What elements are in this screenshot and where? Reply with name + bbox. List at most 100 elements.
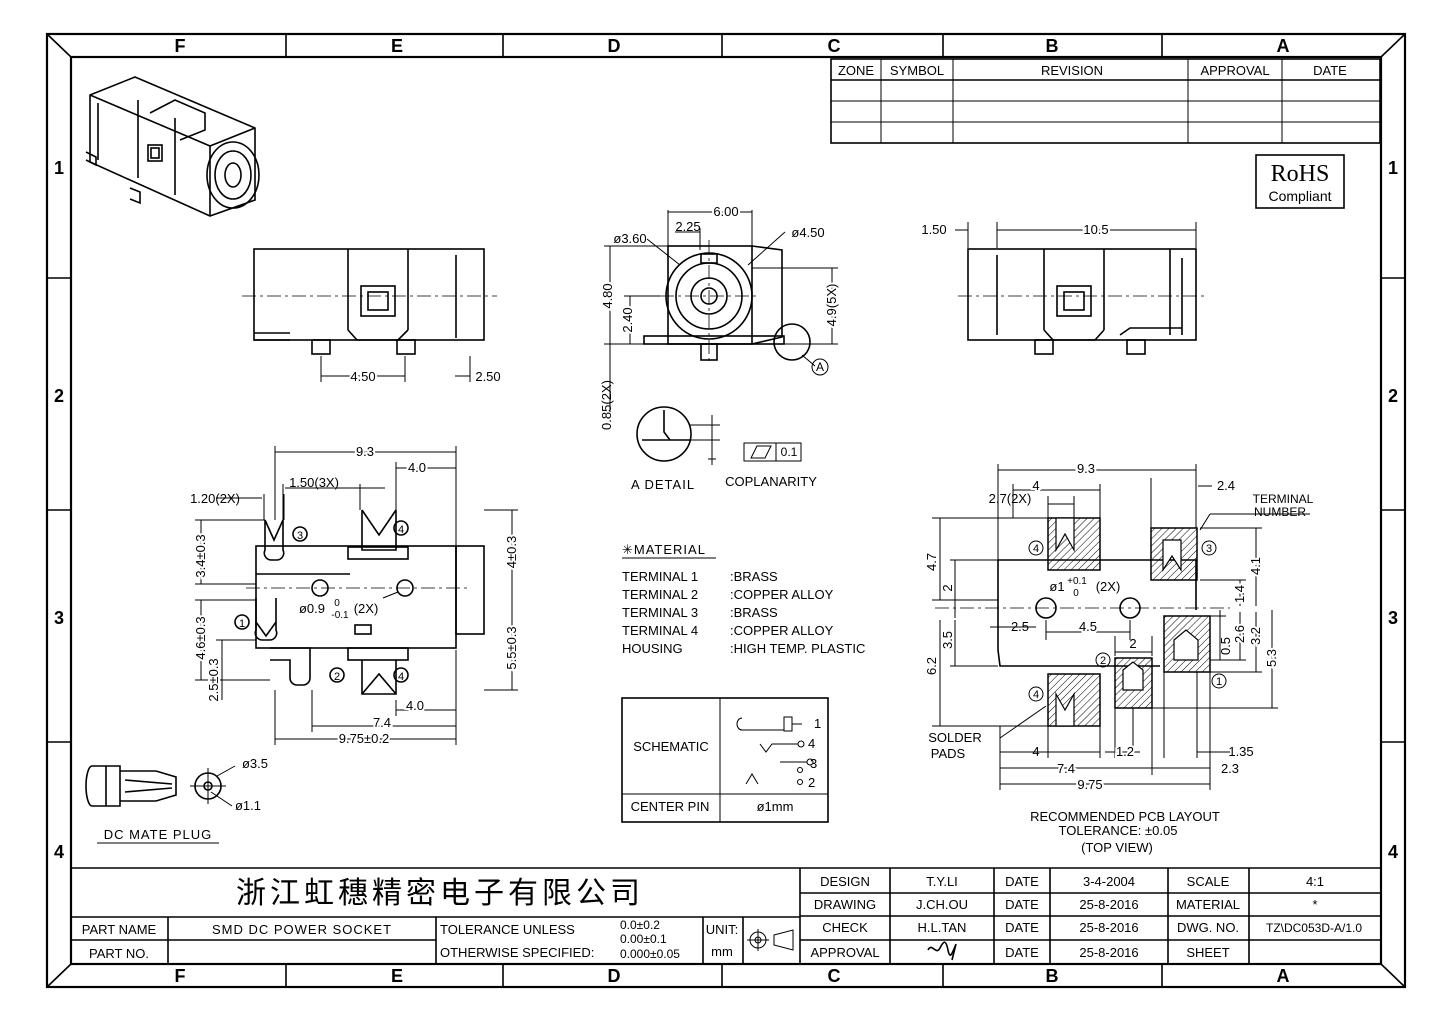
unit-label: UNIT: xyxy=(706,922,739,937)
pcb-dim-26: 2.6 xyxy=(1232,625,1247,643)
tolerance-label-1: TOLERANCE UNLESS xyxy=(440,922,575,937)
material-row-1-name: TERMINAL 1 xyxy=(622,569,698,584)
row-drawing-name: J.CH.OU xyxy=(916,897,968,912)
pcb-terminal-number-2: NUMBER xyxy=(1254,505,1306,519)
row-check-role: CHECK xyxy=(822,920,868,935)
zone-row-3-right: 3 xyxy=(1388,608,1398,628)
pcb-dim-12: 1.2 xyxy=(1116,744,1134,759)
pcb-dim-62: 6.2 xyxy=(924,657,939,675)
zone-col-f-top: F xyxy=(175,36,186,56)
pcb-dim-41: 4.1 xyxy=(1248,557,1263,575)
zone-col-b-bottom: B xyxy=(1046,966,1059,986)
schematic-pin-1: 1 xyxy=(814,716,821,731)
front-dim-49: 4.9(5X) xyxy=(824,284,839,327)
material-row-1-value: :BRASS xyxy=(730,569,778,584)
pcb-dim-74: 7.4 xyxy=(1057,761,1075,776)
bottom-view: 9.3 4.0 1.50(3X) 1.20(2X) 3.4±0.3 4.6±0.… xyxy=(190,442,521,748)
pcb-dim-05: 0.5 xyxy=(1218,637,1233,655)
row-check-date-label: DATE xyxy=(1005,920,1039,935)
material-row-3-name: TERMINAL 3 xyxy=(622,605,698,620)
title-block: 浙江虹穗精密电子有限公司 PART NAME SMD DC POWER SOCK… xyxy=(71,867,1381,964)
row-design-date: 3-4-2004 xyxy=(1083,874,1135,889)
pcb-caption-2: TOLERANCE: ±0.05 xyxy=(1059,823,1178,838)
material-row-4-name: TERMINAL 4 xyxy=(622,623,698,638)
zone-col-c-bottom: C xyxy=(828,966,841,986)
zone-row-1-left: 1 xyxy=(54,158,64,178)
pcb-dim-53: 5.3 xyxy=(1264,649,1279,667)
dc-mate-plug: ø3.5 ø1.1 DC MATE PLUG xyxy=(85,756,268,844)
bottom-hole-tol-bot: -0.1 xyxy=(331,610,349,621)
row-drawing-role: DRAWING xyxy=(814,897,876,912)
zone-col-f-bottom: F xyxy=(175,966,186,986)
schematic-pin-2: 2 xyxy=(808,775,815,790)
row-check-v: TZ\DC053D-A/1.0 xyxy=(1266,921,1362,935)
zone-col-e-bottom: E xyxy=(391,966,403,986)
bottom-dim-74: 7.4 xyxy=(373,715,391,730)
zone-col-a-bottom: A xyxy=(1277,966,1290,986)
row-design-name: T.Y.LI xyxy=(926,874,958,889)
pcb-dim-47: 4.7 xyxy=(924,553,939,571)
pcb-dim-2b: 2 xyxy=(1129,636,1136,651)
pcb-dim-45: 4.5 xyxy=(1079,619,1097,634)
bottom-dim-25: 2.5±0.3 xyxy=(206,658,221,701)
pcb-dim-27: 2.7(2X) xyxy=(989,491,1032,506)
zone-row-2-left: 2 xyxy=(54,386,64,406)
rohs-badge: RoHS Compliant xyxy=(1255,154,1345,209)
bottom-dim-55: 5.5±0.3 xyxy=(504,626,519,669)
zone-row-4-left: 4 xyxy=(54,842,64,862)
pcb-dim-975: 9.75 xyxy=(1077,777,1102,792)
zone-row-4-right: 4 xyxy=(1388,842,1398,862)
zone-col-d-top: D xyxy=(608,36,621,56)
row-check-name: H.L.TAN xyxy=(918,920,967,935)
material-row-4-value: :COPPER ALLOY xyxy=(730,623,834,638)
bottom-terminal-4b: 4 xyxy=(398,671,404,683)
pcb-hole-tol-top: +0.1 xyxy=(1067,576,1087,587)
company-name: 浙江虹穗精密电子有限公司 xyxy=(236,876,644,911)
approval-signature-icon xyxy=(927,941,957,961)
plug-d35: ø3.5 xyxy=(242,756,268,771)
pcb-terminal-4b: 4 xyxy=(1033,689,1039,701)
pcb-hole-tol-bot: 0 xyxy=(1073,588,1079,599)
bottom-dim-93: 9.3 xyxy=(356,444,374,459)
revision-table: ZONE SYMBOL REVISION APPROVAL DATE xyxy=(830,58,1381,144)
bottom-dim-150-3x: 1.50(3X) xyxy=(289,475,339,490)
detail-a-tolerance: 0.1 xyxy=(781,445,798,459)
schematic-box: SCHEMATIC CENTER PIN ø1mm 1 4 3 2 xyxy=(621,697,829,823)
row-approval-role: APPROVAL xyxy=(810,945,879,960)
pcb-dim-2a: 2 xyxy=(940,584,955,591)
pcb-solder-pads-1: SOLDER xyxy=(928,730,981,745)
pcb-dim-135: 1.35 xyxy=(1228,744,1253,759)
rohs-title: RoHS xyxy=(1271,161,1330,187)
bottom-dim-40b: 4.0 xyxy=(406,698,424,713)
side-view-right: 1.50 10.5 xyxy=(921,220,1208,355)
detail-a-label: A DETAIL xyxy=(631,477,695,492)
front-dim-085: 0.85(2X) xyxy=(599,380,614,430)
row-design-role: DESIGN xyxy=(820,874,870,889)
tolerance-label-2: OTHERWISE SPECIFIED: xyxy=(440,945,594,960)
detail-a-coplanarity: COPLANARITY xyxy=(725,474,817,489)
row-design-date-label: DATE xyxy=(1005,874,1039,889)
plug-title: DC MATE PLUG xyxy=(104,827,213,842)
center-pin-label: CENTER PIN xyxy=(631,799,710,814)
bottom-dim-975: 9.75±0.2 xyxy=(339,731,390,746)
material-row-3-value: :BRASS xyxy=(730,605,778,620)
rohs-subtitle: Compliant xyxy=(1268,188,1331,204)
schematic-pin-3: 3 xyxy=(810,756,817,771)
border-frame: F E D C B A F E D C B A 1 2 3 4 1 2 3 4 xyxy=(45,32,1407,989)
side-left-dim-250: 2.50 xyxy=(475,369,500,384)
zone-row-2-right: 2 xyxy=(1388,386,1398,406)
projection-symbol-icon xyxy=(747,929,794,951)
revision-header-date: DATE xyxy=(1313,63,1347,78)
side-right-dim-150: 1.50 xyxy=(921,222,946,237)
pcb-terminal-number-1: TERMINAL xyxy=(1253,492,1314,506)
material-row-2-name: TERMINAL 2 xyxy=(622,587,698,602)
part-no-label: PART NO. xyxy=(89,946,149,961)
zone-col-e-top: E xyxy=(391,36,403,56)
schematic-pin-4: 4 xyxy=(808,736,815,751)
front-dim-225: 2.25 xyxy=(675,219,700,234)
pcb-dim-24: 2.4 xyxy=(1217,478,1235,493)
bottom-dim-40a: 4.0 xyxy=(408,460,426,475)
row-design-k: SCALE xyxy=(1187,874,1230,889)
pcb-dim-25: 2.5 xyxy=(1011,619,1029,634)
